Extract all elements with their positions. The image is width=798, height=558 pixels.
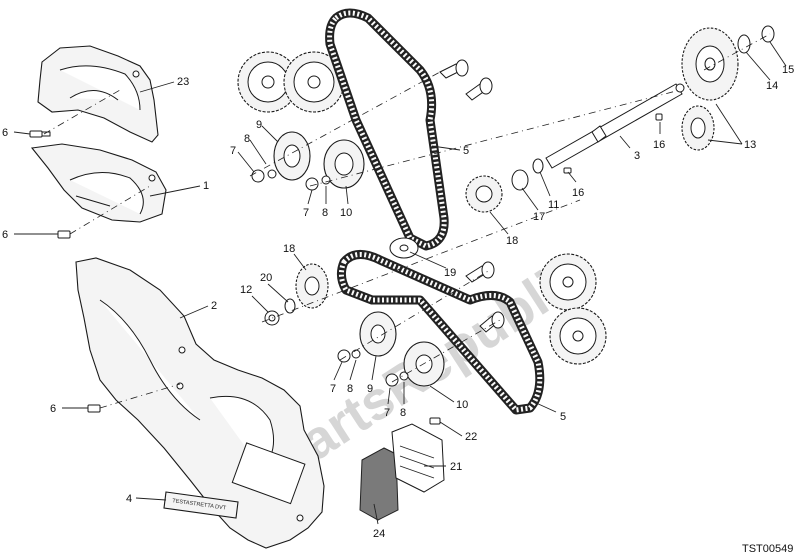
- camshaft-pulleys-upper: [237, 51, 345, 113]
- callout-7-lower-right: 7: [384, 407, 390, 419]
- camshaft-pulleys-lower: [539, 253, 607, 365]
- screw-22: [429, 417, 441, 425]
- callout-2: 2: [211, 300, 217, 312]
- key-16: [563, 113, 663, 174]
- callout-3: 3: [634, 150, 640, 162]
- callout-4: 4: [126, 493, 132, 505]
- callout-8-lower-left: 8: [347, 383, 353, 395]
- callout-9-upper: 9: [256, 119, 262, 131]
- screw-6-middle: [57, 230, 71, 239]
- crank-sprocket-18-lower: [295, 263, 329, 309]
- washers-nuts-upper: [251, 169, 331, 191]
- name-plate-4: TESTASTRETTA DVT: [163, 491, 239, 519]
- stud-bolts-upper: [439, 59, 493, 101]
- filter-cover-24: [359, 447, 399, 521]
- assembly-axis-lines: [43, 33, 771, 409]
- upper-cover-1: [30, 143, 167, 223]
- nut-12: [264, 310, 280, 326]
- timing-belt-5-upper: [325, 8, 449, 251]
- lower-cover-2: [75, 257, 325, 549]
- callout-12: 12: [240, 284, 252, 296]
- callout-5-lower: 5: [560, 411, 566, 423]
- callout-7-lower-left: 7: [330, 383, 336, 395]
- callout-16-key: 16: [653, 139, 665, 151]
- screw-6-top: [29, 130, 51, 138]
- callout-labels: 23 6 1 6 2 6 4 24 21 22 9 8 7 7 8 10 5 1…: [2, 64, 794, 540]
- tensioner-9-lower: [359, 311, 397, 357]
- nut-15: [761, 25, 775, 43]
- callout-7-upper-right: 7: [303, 207, 309, 219]
- callout-8-lower-right: 8: [400, 407, 406, 419]
- crank-sprocket-18-upper: [465, 175, 503, 213]
- callout-16-lower: 16: [572, 187, 584, 199]
- upper-cover-23: [37, 45, 159, 143]
- washer-20: [284, 298, 296, 314]
- callout-10-lower: 10: [456, 399, 468, 411]
- washer-17: [511, 169, 529, 191]
- callout-11: 11: [548, 199, 559, 211]
- callout-17: 17: [533, 211, 545, 223]
- screw-6-bottom: [87, 404, 101, 413]
- washer-19: [389, 237, 419, 259]
- callout-10-upper: 10: [340, 207, 352, 219]
- callout-5-upper: 5: [463, 145, 469, 157]
- callout-8-upper-left: 8: [244, 133, 250, 145]
- callout-22: 22: [465, 431, 477, 443]
- washer-14: [737, 34, 751, 54]
- callout-14: 14: [766, 80, 778, 92]
- idler-10-upper: [323, 139, 365, 189]
- gear-13-large: [681, 27, 739, 101]
- callout-1: 1: [203, 180, 209, 192]
- callout-8-upper-right: 8: [322, 207, 328, 219]
- stud-bolts-lower: [465, 261, 505, 333]
- drawing-code: TST00549: [742, 543, 793, 555]
- callout-9-lower: 9: [367, 383, 373, 395]
- callout-18-lower: 18: [283, 243, 295, 255]
- callout-15: 15: [782, 64, 794, 76]
- tensioner-9-upper: [273, 131, 311, 181]
- callout-18-upper: 18: [506, 235, 518, 247]
- gear-13-small: [681, 105, 715, 151]
- callout-24: 24: [373, 528, 385, 540]
- washer-11: [532, 158, 544, 174]
- callout-6-bottom: 6: [50, 403, 56, 415]
- callout-6-middle: 6: [2, 229, 8, 241]
- grille-cover-21: [391, 423, 445, 493]
- callout-23: 23: [177, 76, 189, 88]
- timing-belt-5-lower: [336, 250, 545, 415]
- callout-6-top: 6: [2, 127, 8, 139]
- callout-19: 19: [444, 267, 456, 279]
- callout-21: 21: [450, 461, 462, 473]
- callout-13: 13: [744, 139, 756, 151]
- callout-7-upper-left: 7: [230, 145, 236, 157]
- washers-nuts-lower: [337, 349, 409, 387]
- leader-lines: [13, 41, 787, 525]
- callout-20: 20: [260, 272, 272, 284]
- countershaft-3: [545, 83, 685, 169]
